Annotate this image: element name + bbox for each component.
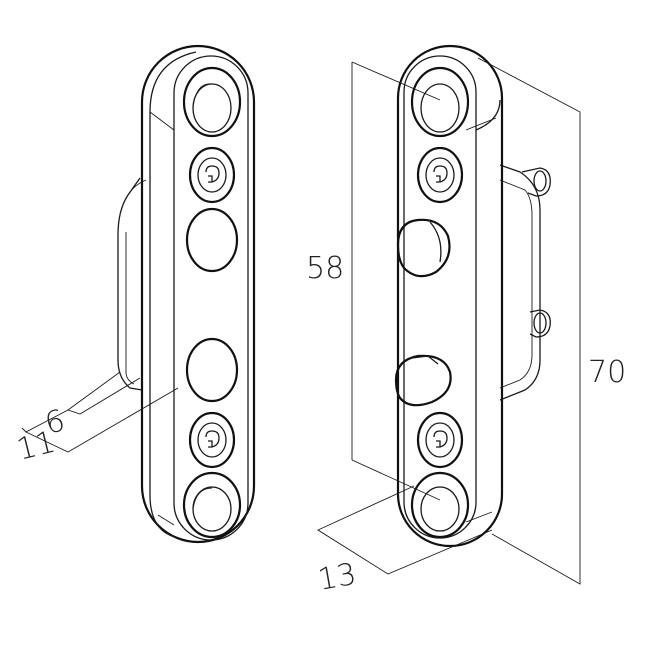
right-pin-bottom bbox=[394, 354, 452, 407]
left-top-hole bbox=[182, 66, 242, 138]
left-bottom-screw bbox=[188, 411, 236, 469]
right-plate-face bbox=[403, 55, 477, 539]
right-top-hole bbox=[410, 66, 470, 138]
left-hinge-part: 6 11 bbox=[13, 44, 256, 544]
left-plate-outer bbox=[140, 44, 256, 544]
left-plate-face bbox=[173, 55, 249, 541]
right-stud-bottom bbox=[529, 309, 551, 338]
right-bottom-hole bbox=[410, 471, 470, 539]
right-back-bracket bbox=[499, 164, 541, 401]
left-depth-dimensions bbox=[21, 371, 179, 453]
right-stud-top bbox=[521, 167, 551, 197]
left-upper-plain-hole bbox=[185, 207, 239, 273]
right-plate-outer bbox=[396, 44, 504, 548]
left-back-block bbox=[117, 177, 143, 391]
dim-13-lines bbox=[317, 485, 493, 575]
right-bottom-screw bbox=[416, 411, 464, 469]
dim-width: 13 bbox=[315, 557, 359, 598]
dim-70-lines bbox=[477, 57, 581, 585]
right-top-screw bbox=[416, 146, 464, 204]
left-lower-plain-hole bbox=[185, 337, 239, 403]
left-top-screw bbox=[188, 146, 236, 204]
right-hinge-part: 58 70 13 bbox=[306, 44, 626, 598]
dim-total-length: 70 bbox=[588, 355, 626, 390]
dim-hole-spacing: 58 bbox=[306, 251, 344, 286]
left-bottom-hole bbox=[182, 471, 242, 539]
dim-58-lines bbox=[351, 61, 441, 501]
right-pin-top bbox=[396, 218, 451, 278]
